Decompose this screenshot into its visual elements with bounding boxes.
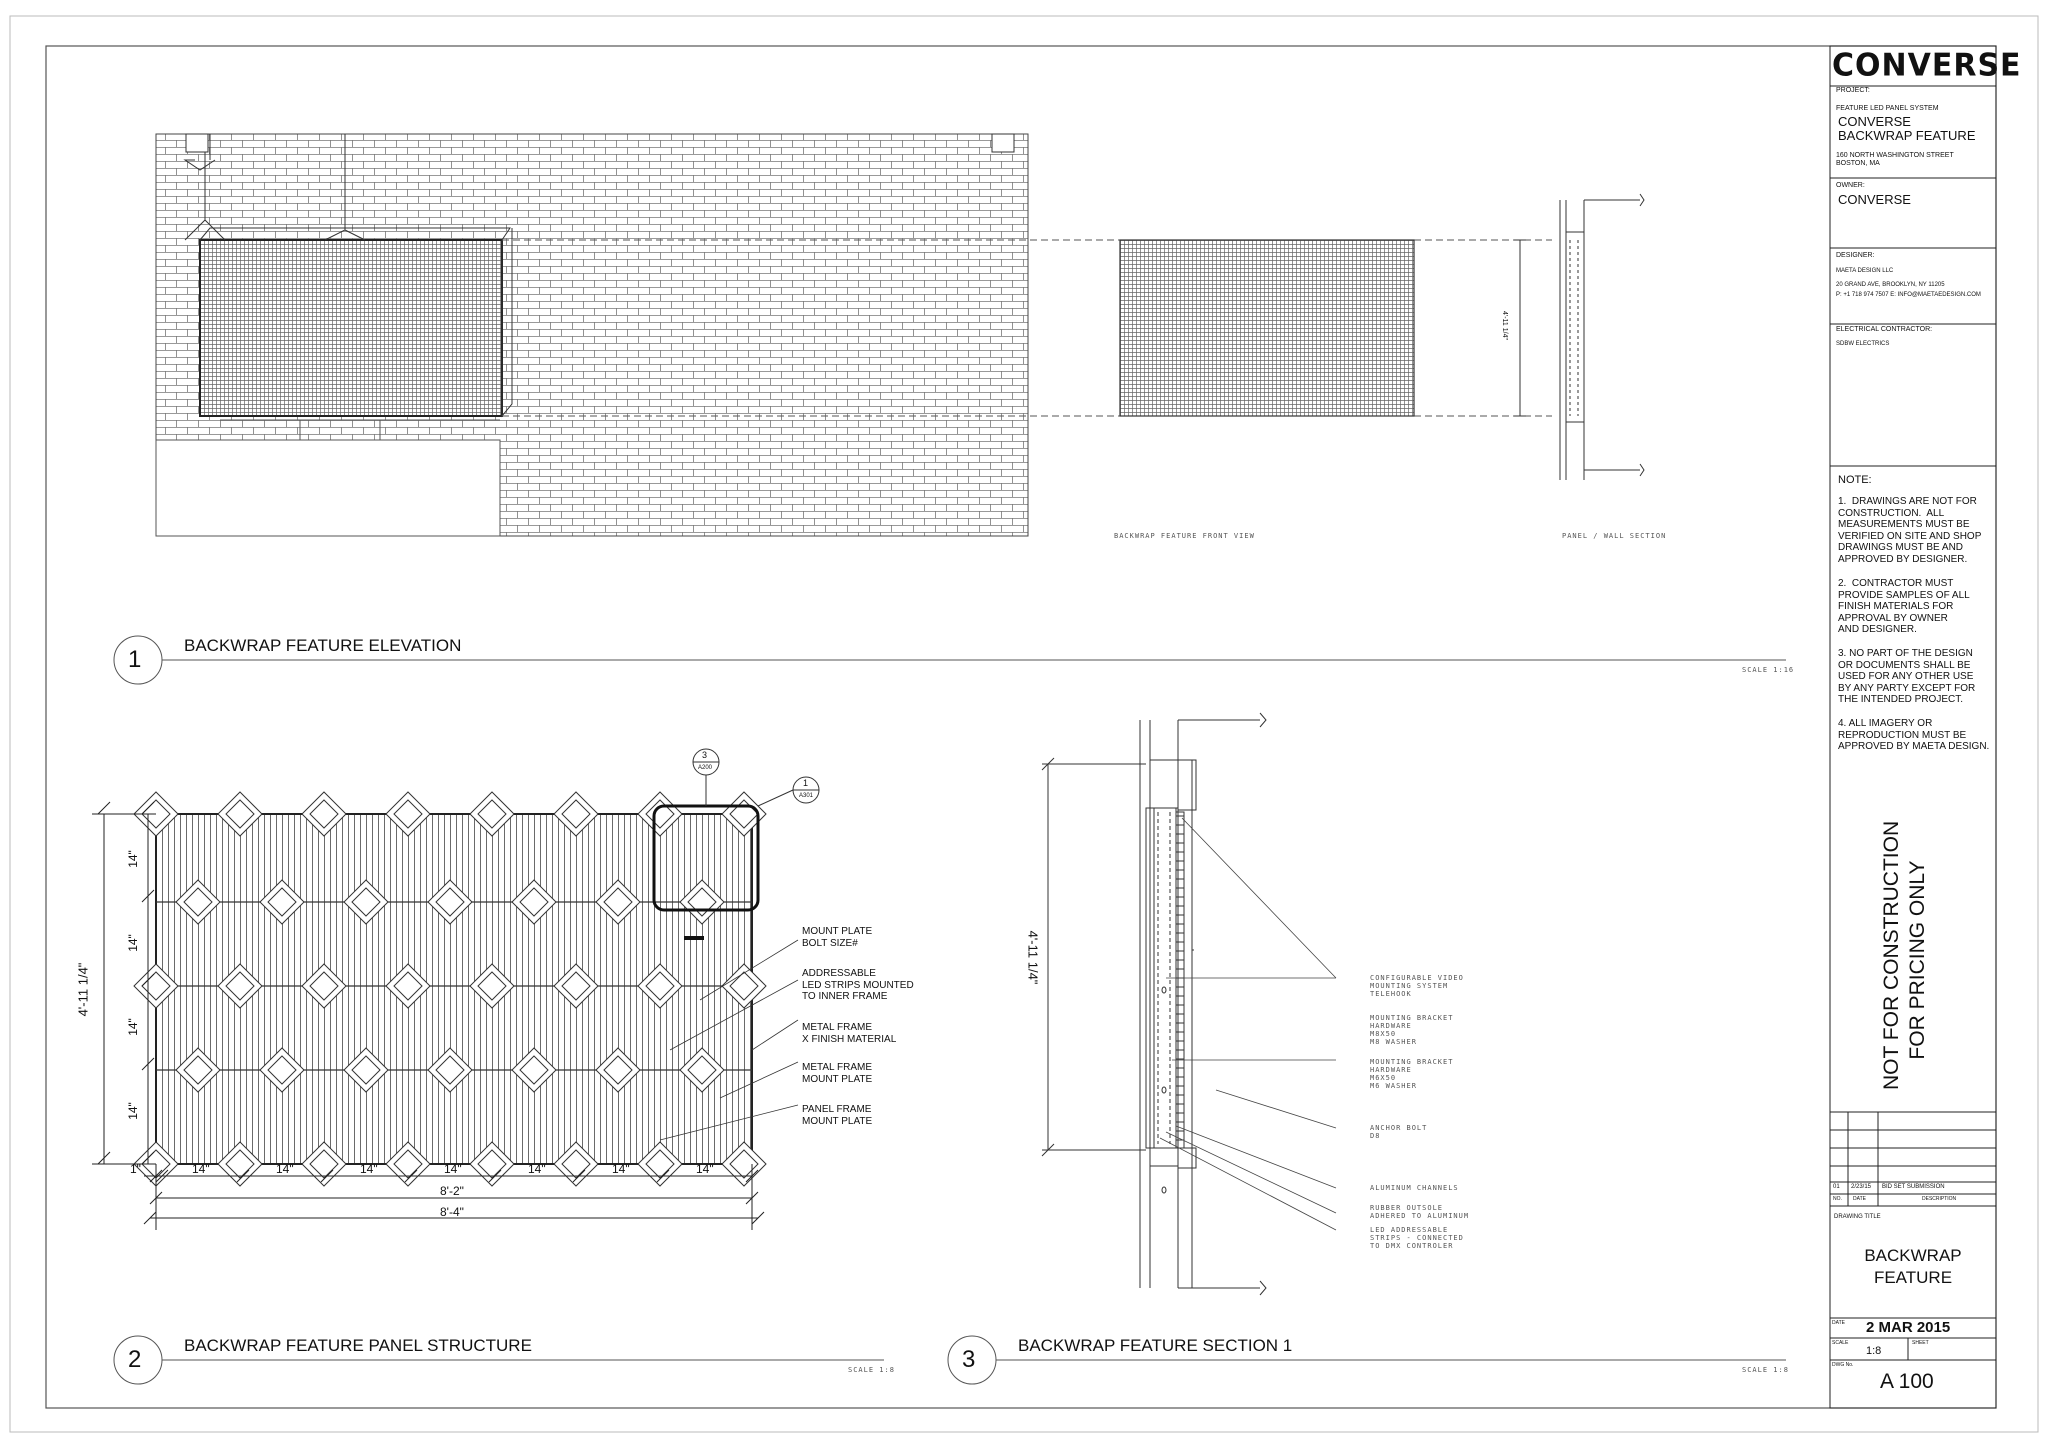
project-address-2: BOSTON, MA [1836, 160, 1880, 167]
view-1-number: 1 [128, 646, 142, 673]
sheet-label: SHEET [1912, 1340, 1929, 1346]
project-label: PROJECT: [1836, 87, 1870, 94]
col-dim-3: 14" [360, 1162, 378, 1176]
col-dim-7: 14" [696, 1162, 714, 1176]
led-panel-front-view [1119, 239, 1415, 417]
dashed-projection-lines [502, 239, 1552, 417]
label-addressable-led-strips: ADDRESSABLE LED STRIPS MOUNTED TO INNER … [802, 968, 914, 1002]
row-dim-3: 14" [125, 1018, 140, 1036]
outer-border [9, 15, 2039, 1433]
section-label-anchor-bolt: ANCHOR BOLT D8 [1370, 1124, 1428, 1141]
note-1: 1. DRAWINGS ARE NOT FOR CONSTRUCTION. AL… [1838, 496, 1982, 565]
note-label: NOTE: [1838, 474, 1872, 486]
callout-3-number: 3 [702, 750, 708, 760]
revision-description: BID SET SUBMISSION [1882, 1184, 1945, 1190]
stamp-not-for-construction: NOT FOR CONSTRUCTION [1880, 820, 1903, 1090]
label-metal-frame-mount: METAL FRAME MOUNT PLATE [802, 1062, 873, 1085]
project-name-line-2: BACKWRAP FEATURE [1838, 128, 1976, 143]
view-2-scale: SCALE 1:8 [848, 1366, 895, 1374]
section-label-bracket-m6: MOUNTING BRACKET HARDWARE M6X50 M6 WASHE… [1370, 1058, 1454, 1091]
section-leader-lines [1159, 817, 1337, 1231]
view-3-number: 3 [962, 1346, 976, 1373]
rev-header-description: DESCRIPTION [1922, 1196, 1957, 1202]
view-3-title: BACKWRAP FEATURE SECTION 1 [1018, 1336, 1293, 1355]
designer-contact: P: +1 718 974 7507 E: INFO@MAETAEDESIGN.… [1836, 292, 1981, 298]
label-metal-frame-finish: METAL FRAME X FINISH MATERIAL [802, 1022, 897, 1045]
view-1-scale: SCALE 1:16 [1742, 666, 1795, 674]
elevation-height-dim: 4'-11 1/4" [1501, 311, 1508, 340]
panel-leader-lines [659, 939, 799, 1141]
view-2-number: 2 [128, 1346, 142, 1373]
section-label-telehook: CONFIGURABLE VIDEO MOUNTING SYSTEM TELEH… [1370, 974, 1464, 999]
date-value: 2 MAR 2015 [1866, 1319, 1951, 1336]
revision-no: 01 [1833, 1184, 1840, 1190]
col-dim-5: 14" [528, 1162, 546, 1176]
width-outer-dim: 8'-4" [440, 1205, 464, 1219]
rev-header-date: DATE [1853, 1196, 1866, 1202]
note-3: 3. NO PART OF THE DESIGN OR DOCUMENTS SH… [1838, 648, 1976, 705]
view-2-title: BACKWRAP FEATURE PANEL STRUCTURE [184, 1336, 532, 1355]
drawing-title-line-1: BACKWRAP [1864, 1246, 1962, 1265]
section-label-led-strips: LED ADDRESSABLE STRIPS - CONNECTED TO DM… [1370, 1226, 1464, 1251]
title-block-frame [1829, 45, 1997, 1409]
drawing-title-line-2: FEATURE [1873, 1268, 1953, 1287]
callout-1-ref: A301 [799, 793, 814, 799]
panel-wall-section-small [1514, 193, 1645, 480]
dwg-number: A 100 [1880, 1370, 1934, 1393]
callout-3-ref: A200 [698, 765, 713, 771]
view-title-rules [113, 635, 1786, 1385]
label-mount-plate-bolt: MOUNT PLATE BOLT SIZE# [802, 926, 873, 949]
section-label-aluminum-channels: ALUMINUM CHANNELS [1370, 1184, 1459, 1192]
edge-dim: 1" [130, 1162, 141, 1176]
width-inner-dim: 8'-2" [440, 1184, 464, 1198]
panel-wall-section-label: PANEL / WALL SECTION [1562, 532, 1667, 540]
section-label-rubber-outsole: RUBBER OUTSOLE ADHERED TO ALUMINUM [1370, 1204, 1470, 1221]
revision-date: 2/23/15 [1851, 1184, 1872, 1190]
date-label: DATE [1832, 1320, 1845, 1326]
note-2: 2. CONTRACTOR MUST PROVIDE SAMPLES OF AL… [1838, 578, 1970, 635]
drawing-title-label: DRAWING TITLE [1834, 1214, 1881, 1220]
panel-structure [133, 748, 820, 1187]
col-dim-1: 14" [192, 1162, 210, 1176]
rev-header-no: NO. [1833, 1196, 1842, 1202]
project-address-1: 160 NORTH WASHINGTON STREET [1836, 152, 1954, 159]
owner-label: OWNER: [1836, 182, 1865, 189]
section-ticks [1161, 815, 1184, 1194]
owner-name: CONVERSE [1838, 192, 1911, 207]
scale-value: 1:8 [1866, 1345, 1882, 1357]
callout-1-number: 1 [803, 778, 809, 788]
label-panel-frame-mount: PANEL FRAME MOUNT PLATE [802, 1104, 873, 1127]
converse-logo: CONVERSE [1832, 47, 2022, 84]
front-view-label: BACKWRAP FEATURE FRONT VIEW [1114, 532, 1255, 540]
col-dim-4: 14" [444, 1162, 462, 1176]
col-dim-2: 14" [276, 1162, 294, 1176]
note-4: 4. ALL IMAGERY OR REPRODUCTION MUST BE A… [1838, 718, 1990, 752]
brick-wall-elevation [155, 133, 1029, 537]
section-height-dim: 4'-11 1/4" [1025, 930, 1041, 985]
view-3-scale: SCALE 1:8 [1742, 1366, 1789, 1374]
row-dim-4: 14" [125, 1102, 140, 1120]
designer-name: MAETA DESIGN LLC [1836, 268, 1894, 274]
stamp-for-pricing-only: FOR PRICING ONLY [1906, 860, 1929, 1060]
project-type: FEATURE LED PANEL SYSTEM [1836, 105, 1939, 112]
electrical-name: SDBW ELECTRICS [1836, 341, 1890, 347]
electrical-label: ELECTRICAL CONTRACTOR: [1836, 326, 1933, 333]
panel-height-dim: 4'-11 1/4" [75, 962, 91, 1017]
project-name-line-1: CONVERSE [1838, 114, 1911, 129]
row-dim-2: 14" [125, 934, 140, 952]
designer-address: 20 GRAND AVE, BROOKLYN, NY 11205 [1836, 282, 1945, 288]
panel-dimension-lines [92, 801, 765, 1230]
dwg-label: DWG No. [1832, 1362, 1854, 1368]
col-dim-6: 14" [612, 1162, 630, 1176]
wall-section-detail [1041, 712, 1267, 1296]
row-dim-1: 14" [125, 850, 140, 868]
scale-label: SCALE [1832, 1340, 1849, 1346]
view-1-title: BACKWRAP FEATURE ELEVATION [184, 636, 462, 655]
section-label-bracket-m8: MOUNTING BRACKET HARDWARE M8X50 M8 WASHE… [1370, 1014, 1454, 1047]
designer-label: DESIGNER: [1836, 252, 1875, 259]
